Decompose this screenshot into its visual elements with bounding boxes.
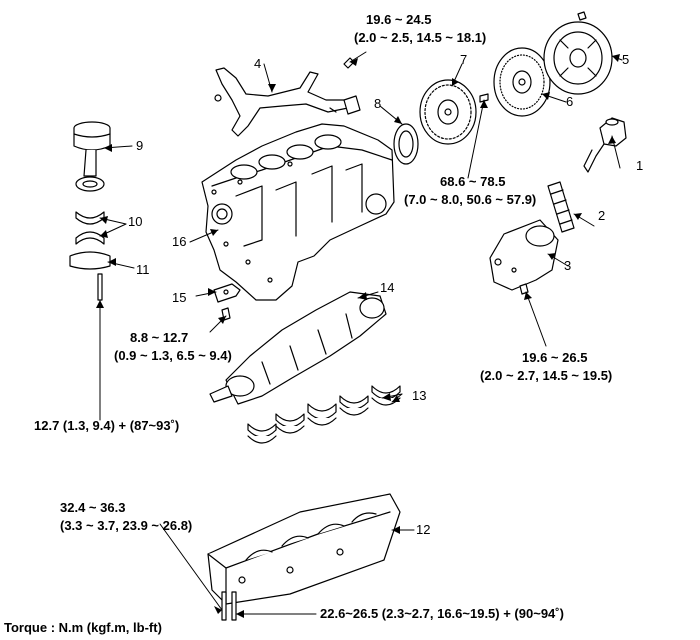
- piston-oil-jet: [213, 283, 241, 303]
- torque-flywheel-units: (7.0 ~ 8.0, 50.6 ~ 57.9): [404, 192, 537, 207]
- arrowheads: [96, 54, 620, 618]
- torque-oil-filter-nm: 19.6 ~ 26.5: [522, 350, 588, 365]
- torque-ladder-frame-units: (3.3 ~ 3.7, 23.9 ~ 26.8): [60, 518, 193, 533]
- callout-8: 8: [374, 96, 382, 111]
- callout-2: 2: [598, 208, 606, 223]
- flywheel: [419, 79, 477, 145]
- main-bearings: [247, 385, 401, 444]
- torque-oil-jet-units: (0.9 ~ 1.3, 6.5 ~ 9.4): [114, 348, 232, 363]
- conrod-bearings: [75, 211, 105, 245]
- flywheel-bolt: [479, 93, 489, 103]
- torque-water-pipe-nm: 19.6 ~ 24.5: [366, 12, 432, 27]
- torque-oil-filter-units: (2.0 ~ 2.7, 14.5 ~ 19.5): [480, 368, 613, 383]
- crankshaft: [209, 291, 387, 405]
- torque-ladder-frame-nm: 32.4 ~ 36.3: [60, 500, 126, 515]
- clutch-cover: [543, 21, 613, 95]
- rear-oil-seal: [393, 123, 419, 165]
- callout-5: 5: [622, 52, 630, 67]
- callout-14: 14: [380, 280, 395, 295]
- oil-filter-element: [547, 181, 575, 233]
- callout-12: 12: [416, 522, 431, 537]
- callout-1: 1: [636, 158, 644, 173]
- callout-7: 7: [460, 52, 468, 67]
- clutch-cover-bolt: [577, 11, 587, 21]
- torque-conrod-bolt: 12.7 (1.3, 9.4) + (87~93˚): [34, 418, 180, 433]
- callout-4: 4: [254, 56, 262, 71]
- ladder-frame: [207, 493, 401, 605]
- callout-10: 10: [128, 214, 143, 229]
- callout-15: 15: [172, 290, 187, 305]
- clutch-disc: [493, 47, 551, 117]
- torque-units-legend: Torque : N.m (kgf.m, lb-ft): [4, 620, 162, 635]
- callout-3: 3: [564, 258, 572, 273]
- callout-9: 9: [136, 138, 144, 153]
- conrod-cap: [69, 251, 111, 270]
- oil-filter-housing: [489, 219, 559, 291]
- callout-6: 6: [566, 94, 574, 109]
- torque-oil-jet-nm: 8.8 ~ 12.7: [130, 330, 189, 345]
- torque-flywheel-nm: 68.6 ~ 78.5: [440, 174, 506, 189]
- conrod-bolt: [97, 273, 103, 301]
- piston-and-conrod: [73, 121, 111, 192]
- water-pipe: [214, 67, 361, 137]
- callout-13: 13: [412, 388, 427, 403]
- oil-filter-cap: [583, 117, 627, 173]
- callout-16: 16: [172, 234, 187, 249]
- cylinder-block: [201, 123, 395, 301]
- torque-water-pipe-units: (2.0 ~ 2.5, 14.5 ~ 18.1): [354, 30, 487, 45]
- oil-filter-housing-bolt: [519, 283, 529, 295]
- callout-11: 11: [136, 262, 150, 277]
- torque-main-bearing-cap: 22.6~26.5 (2.3~2.7, 16.6~19.5) + (90~94˚…: [320, 606, 564, 621]
- bedplate-bolt: [221, 591, 237, 621]
